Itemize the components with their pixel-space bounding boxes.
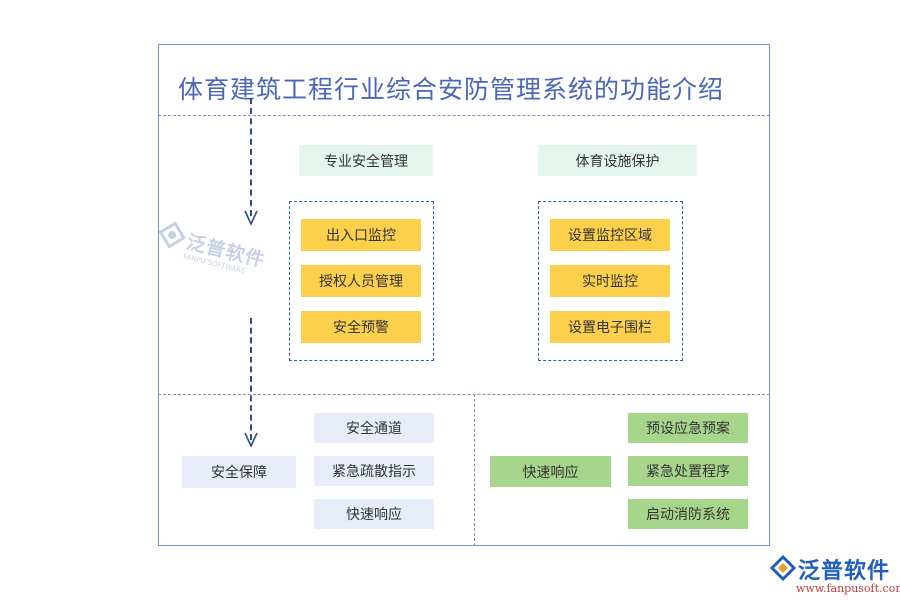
guarantee-label: 安全保障: [182, 456, 296, 488]
facility-group: [538, 201, 683, 361]
response-item: 预设应急预案: [628, 413, 748, 443]
response-item: 启动消防系统: [628, 499, 748, 529]
diagram-frame: [158, 44, 770, 546]
facility-item: 设置电子围栏: [550, 311, 670, 343]
brand-logo-icon: [770, 555, 796, 581]
facility-item: 实时监控: [550, 265, 670, 297]
security-item: 授权人员管理: [301, 265, 421, 297]
diagram-title: 体育建筑工程行业综合安防管理系统的功能介绍: [178, 75, 725, 104]
facility-item: 设置监控区域: [550, 219, 670, 251]
guarantee-item: 紧急疏散指示: [314, 456, 434, 486]
security-header: 专业安全管理: [299, 145, 433, 176]
response-label: 快速响应: [490, 456, 611, 487]
guarantee-item: 快速响应: [314, 499, 434, 529]
flow-arrow-head-top: [244, 210, 258, 226]
flow-arrow-line-top: [250, 98, 252, 216]
security-item: 安全预警: [301, 311, 421, 343]
brand-url: www.fanpusoft.com: [796, 582, 900, 595]
facility-header: 体育设施保护: [538, 145, 697, 176]
title-divider: [158, 115, 770, 116]
flow-arrow-line-bottom: [250, 318, 252, 440]
watermark-logo-icon: [158, 221, 186, 249]
security-group: [289, 201, 434, 361]
bottom-divider: [474, 394, 475, 546]
security-item: 出入口监控: [301, 219, 421, 251]
response-item: 紧急处置程序: [628, 456, 748, 486]
brand-logo: 泛普软件 www.fanpusoft.com: [768, 553, 900, 597]
section-divider: [158, 394, 770, 395]
guarantee-item: 安全通道: [314, 413, 434, 443]
flow-arrow-head-bottom: [244, 432, 258, 448]
brand-name: 泛普软件: [798, 559, 891, 584]
